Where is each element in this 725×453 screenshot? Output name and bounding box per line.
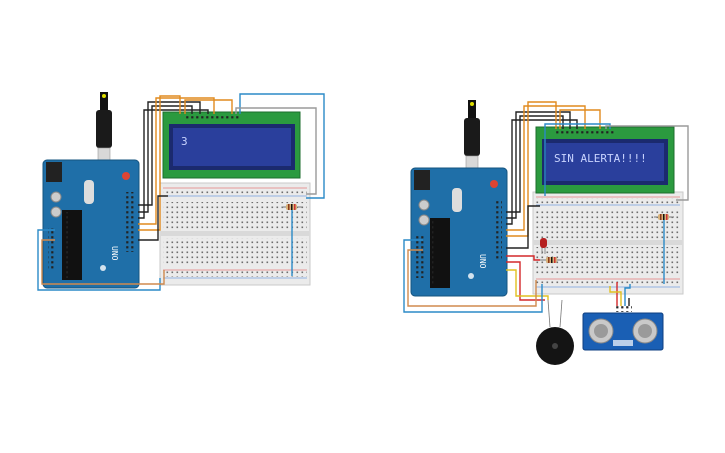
arduino-label: UNO (110, 246, 119, 261)
arduino-uno-board[interactable]: UNO (410, 167, 508, 297)
circuit-2: SIN ALERTA!!!! UNO (403, 100, 689, 365)
lcd-display[interactable]: 3 (162, 111, 301, 179)
lcd-text: 3 (181, 135, 188, 148)
breadboard[interactable] (159, 182, 311, 286)
circuit-1: 3 UNO (37, 92, 325, 291)
piezo-buzzer[interactable] (536, 299, 574, 365)
resistor[interactable] (654, 214, 674, 220)
lcd-text: SIN ALERTA!!!! (554, 152, 647, 165)
ultrasonic-sensor[interactable] (582, 306, 664, 351)
usb-cable[interactable] (464, 100, 480, 171)
wires (37, 93, 325, 291)
usb-cable[interactable] (96, 92, 112, 163)
red-led[interactable] (540, 238, 547, 254)
arduino-uno-board[interactable]: UNO (42, 159, 140, 289)
resistor[interactable] (540, 257, 562, 263)
arduino-label: UNO (478, 254, 487, 269)
wires (403, 101, 689, 313)
breadboard[interactable] (532, 191, 684, 295)
lcd-display[interactable]: SIN ALERTA!!!! (535, 126, 675, 194)
resistor[interactable] (282, 204, 302, 210)
